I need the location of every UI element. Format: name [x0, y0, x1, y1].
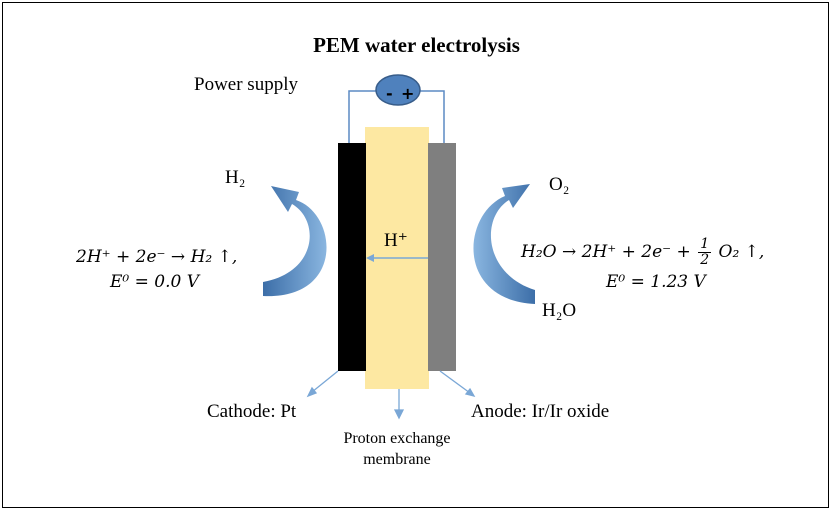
cathode-electrode: [338, 143, 366, 371]
diagram-title: PEM water electrolysis: [313, 33, 520, 57]
minus-terminal: -: [386, 84, 393, 103]
h2-product-label: H₂: [225, 167, 246, 188]
power-supply-icon: [375, 74, 421, 106]
label-pointers: [306, 370, 476, 420]
power-wires: [348, 90, 445, 143]
cathode-potential: E⁰ = 0.0 V: [110, 272, 199, 292]
power-supply-label: Power supply: [194, 74, 298, 95]
anode-label: Anode: Ir/Ir oxide: [471, 401, 610, 422]
anode-reaction-part2: O₂ ↑,: [718, 242, 765, 262]
membrane-label: Proton exchange membrane: [343, 430, 451, 468]
o2-output-arrow: [473, 184, 535, 304]
cathode-label: Cathode: Pt: [207, 401, 297, 422]
h2o-reactant-label: H₂O: [542, 300, 577, 321]
o2-product-label: O₂: [549, 174, 570, 195]
h2-output-arrow: [263, 186, 327, 297]
half-fraction: 1 2: [698, 236, 712, 268]
anode-reaction-part1: H₂O → 2H⁺ + 2e⁻ +: [521, 242, 691, 262]
fraction-denominator: 2: [700, 252, 710, 268]
anode-potential: E⁰ = 1.23 V: [606, 272, 706, 292]
fraction-numerator: 1: [698, 236, 712, 253]
proton-flow-arrow: [366, 254, 428, 262]
anode-electrode: [428, 143, 456, 371]
cathode-reaction: 2H⁺ + 2e⁻ → H₂ ↑,: [76, 247, 238, 267]
proton-label: H⁺: [384, 230, 408, 251]
anode-reaction: H₂O → 2H⁺ + 2e⁻ + 1 2 O₂ ↑,: [521, 237, 764, 268]
plus-terminal: +: [401, 84, 415, 103]
